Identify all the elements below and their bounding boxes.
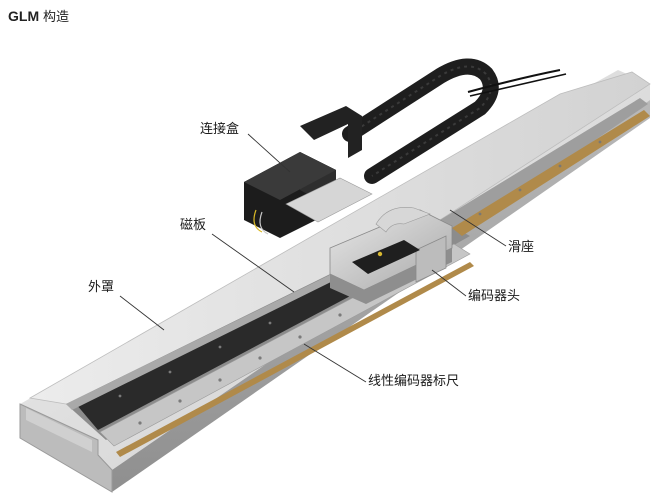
label-junction-box: 连接盒 <box>200 122 240 137</box>
cable-chain <box>342 58 567 184</box>
title-suffix: 构造 <box>43 10 70 25</box>
label-linear-encoder-scale: 线性编码器标尺 <box>368 374 460 389</box>
encoder-head <box>415 235 447 283</box>
label-encoder-head: 编码器头 <box>468 289 521 304</box>
slider-carriage <box>329 207 453 304</box>
leader-lines <box>119 133 507 383</box>
leader-encoder-head <box>431 269 467 297</box>
right-rail-section <box>440 98 650 236</box>
label-slider: 滑座 <box>508 240 535 255</box>
leader-magnet-plate <box>211 233 295 293</box>
encoder-scale <box>116 262 474 457</box>
page-title: GLM 构造 <box>8 6 69 25</box>
title-prefix: GLM <box>8 8 40 24</box>
label-outer-cover: 外罩 <box>88 280 115 295</box>
leader-encoder-scale <box>303 343 367 383</box>
leader-outer-cover <box>119 295 165 331</box>
label-magnet-plate: 磁板 <box>180 218 207 233</box>
leader-slider <box>449 209 507 247</box>
leader-junction-box <box>247 133 291 173</box>
junction-box <box>244 106 373 238</box>
